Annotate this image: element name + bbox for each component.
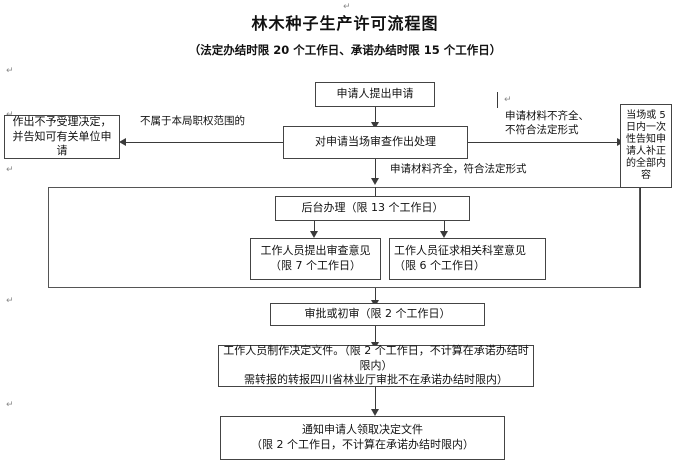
edge-label-not-in-scope-text: 不属于本局职权范围的	[140, 115, 245, 127]
node-backstage[interactable]: 后台办理（限 13 个工作日）	[275, 196, 470, 221]
connector-backstage-to-staff-consult	[444, 221, 445, 233]
arrowhead-apply-to-onsite	[371, 122, 379, 129]
connector-onsite-to-backstage	[375, 159, 376, 179]
arrowhead-onsite-to-backstage	[371, 178, 379, 185]
node-make-document-line2: 需转报的转报四川省林业厅审批不在承诺办结时限内）	[244, 373, 508, 387]
pilcrow-mark-left-4: ↵	[6, 296, 14, 306]
node-staff-opinion[interactable]: 工作人员提出审查意见（限 7 个工作日）	[250, 238, 381, 280]
connector-apply-to-onsite	[375, 107, 376, 124]
edge-label-materials-incomplete: 申请材料不齐全、 不符合法定形式	[505, 110, 601, 137]
node-reject[interactable]: 作出不予受理决定，并告知可有关单位申请	[4, 115, 120, 159]
node-staff-consult[interactable]: 工作人员征求相关科室意见（限 6 个工作日）	[389, 238, 546, 280]
pilcrow-mark-left-3: ↵	[6, 165, 14, 175]
node-reject-label: 作出不予受理决定，并告知可有关单位申请	[12, 114, 112, 158]
arrowhead-onsite-to-reject	[119, 138, 126, 146]
node-approval-label: 审批或初审（限 2 个工作日）	[304, 307, 451, 321]
node-apply-label: 申请人提出申请	[336, 87, 414, 101]
node-staff-opinion-label: 工作人员提出审查意见（限 7 个工作日）	[260, 244, 371, 272]
node-notify-collect-line2: （限 2 个工作日，不计算在承诺办结时限内）	[251, 438, 474, 451]
edge-label-materials-complete: 申请材料齐全，符合法定形式	[390, 163, 527, 177]
arrowhead-backstage-to-staff-opinion	[310, 231, 318, 238]
edge-label-materials-incomplete-line2: 不符合法定形式	[505, 123, 579, 136]
connector-make-document-to-notify-collect	[375, 387, 376, 411]
edge-label-not-in-scope: 不属于本局职权范围的	[140, 115, 245, 129]
node-onsite-review-label: 对申请当场审查作出处理	[315, 135, 436, 149]
node-apply[interactable]: 申请人提出申请	[315, 82, 435, 107]
pilcrow-mark-left-1: ↵	[6, 66, 14, 76]
tick-materials-incomplete	[497, 92, 498, 108]
node-staff-consult-label: 工作人员征求相关科室意见（限 6 个工作日）	[394, 244, 526, 272]
node-onsite-review[interactable]: 对申请当场审查作出处理	[283, 126, 468, 159]
node-notify-correction-label: 当场或 5 日内一次性告知申请人补正的全部内容	[626, 110, 666, 181]
connector-frame-to-approval	[375, 288, 376, 303]
edge-label-materials-complete-text: 申请材料齐全，符合法定形式	[390, 163, 527, 175]
pilcrow-mark-right-top: ↵	[504, 95, 512, 105]
arrowhead-backstage-to-staff-consult	[440, 231, 448, 238]
page-title: 林木种子生产许可流程图	[251, 14, 439, 33]
node-backstage-label: 后台办理（限 13 个工作日）	[301, 201, 444, 215]
node-make-document[interactable]: 工作人员制作决定文件。（限 2 个工作日，不计算在承诺办结时限内） 需转报的转报…	[218, 343, 534, 387]
backstage-group-frame	[48, 187, 640, 288]
connector-notify-correction-down	[640, 188, 641, 288]
node-notify-collect-line1: 通知申请人领取决定文件	[302, 423, 423, 437]
edge-label-materials-incomplete-line1: 申请材料不齐全、	[505, 110, 589, 122]
connector-backstage-to-staff-opinion	[314, 221, 315, 233]
connector-approval-to-make-document	[375, 326, 376, 344]
node-notify-correction[interactable]: 当场或 5 日内一次性告知申请人补正的全部内容	[620, 104, 672, 188]
page-subtitle: （法定办结时限 20 个工作日、承诺办结时限 15 个工作日）	[188, 43, 502, 57]
connector-frame-to-backstage	[375, 187, 376, 196]
node-approval[interactable]: 审批或初审（限 2 个工作日）	[270, 303, 485, 326]
pilcrow-mark-left-5: ↵	[6, 400, 14, 410]
pilcrow-mark-top: ↵	[343, 2, 351, 12]
node-notify-collect[interactable]: 通知申请人领取决定文件 （限 2 个工作日，不计算在承诺办结时限内）	[220, 416, 505, 460]
arrowhead-make-document-to-notify-collect	[371, 409, 379, 416]
node-make-document-line1: 工作人员制作决定文件。（限 2 个工作日，不计算在承诺办结时限内）	[223, 343, 529, 372]
connector-onsite-to-reject	[123, 142, 283, 143]
connector-onsite-to-notify-correction	[468, 142, 620, 143]
